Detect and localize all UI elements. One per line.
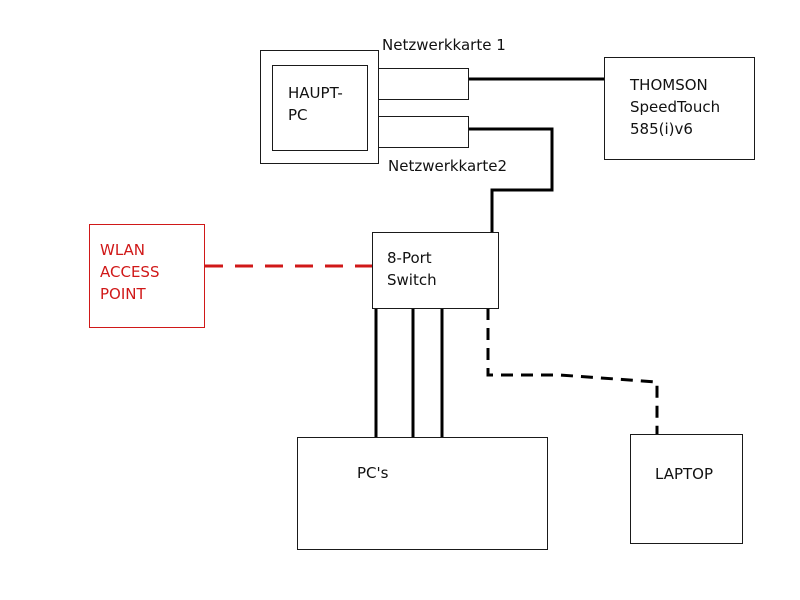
laptop-box: [630, 434, 743, 544]
router-box: [604, 57, 755, 160]
nic2-slot: [378, 116, 469, 148]
pcs-label: PC's: [357, 464, 389, 482]
nic2-switch-link: [468, 127, 554, 233]
wlan-ap-box: [89, 224, 205, 328]
pcs-box: [297, 437, 548, 550]
nic1-slot: [378, 68, 469, 100]
wlan-ap-label: WLAN ACCESS POINT: [100, 241, 160, 303]
laptop-label: LAPTOP: [655, 465, 714, 483]
main-pc-screen: [272, 65, 368, 151]
nic1-label: Netzwerkkarte 1: [382, 36, 506, 54]
switch-laptop-link: [486, 308, 659, 435]
nic2-label: Netzwerkkarte2: [388, 157, 507, 175]
main-pc-label: HAUPT- PC: [288, 84, 343, 124]
switch-label: 8-Port Switch: [387, 249, 437, 289]
switch-box: [372, 232, 499, 309]
router-label: THOMSON SpeedTouch 585(i)v6: [630, 76, 721, 138]
